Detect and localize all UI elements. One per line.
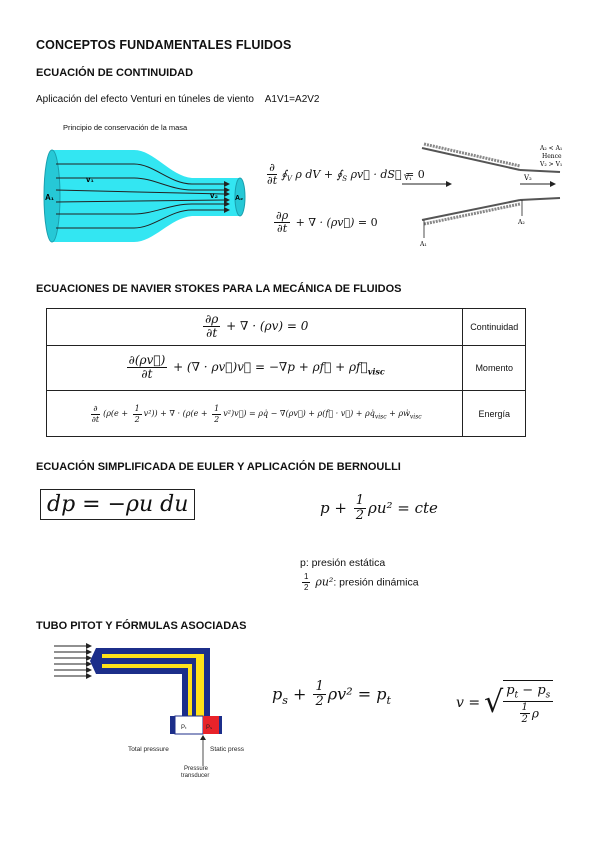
continuity-heading: ECUACIÓN DE CONTINUIDAD — [36, 67, 194, 79]
duct-note-hence: Hence — [542, 153, 562, 160]
legend-static-pressure: p: presión estática — [300, 557, 386, 569]
energy-label: Energía — [462, 390, 526, 437]
pitot-tube-diagram: Pₜ Pₛ Total pressure Static press Pressu… — [54, 643, 245, 779]
differential-continuity-equation: ∂ρ∂t + ∇ · (ρv⃗) = 0 — [274, 209, 378, 236]
navier-stokes-heading: ECUACIONES DE NAVIER STOKES PARA LA MECÁ… — [36, 283, 402, 295]
duct-label-v1: V₁ — [403, 174, 412, 182]
integral-equation-rhs: = 0 — [405, 167, 425, 181]
transducer-label-2: transducer — [181, 773, 209, 779]
continuity-relation: A1V1=A2V2 — [264, 94, 320, 105]
label-v2: v₂ — [210, 191, 218, 200]
continuity-label: Continuidad — [462, 308, 526, 346]
table-row: ∂ρ∂t + ∇ · (ρv) = 0 Continuidad — [45, 308, 526, 346]
continuity-equation-cell: ∂ρ∂t + ∇ · (ρv) = 0 — [45, 308, 464, 346]
differential-equation-rhs: = 0 — [357, 215, 378, 229]
pitot-ps-label: Pₛ — [206, 725, 212, 731]
legend-dynamic-text: : presión dinámica — [333, 576, 419, 589]
duct-label-a2: A₂ — [517, 219, 525, 226]
pitot-pt-label: Pₜ — [181, 725, 187, 731]
label-a1: A₁ — [45, 193, 55, 202]
navier-stokes-table: ∂ρ∂t + ∇ · (ρv) = 0 Continuidad ∂(ρv⃗)∂t… — [45, 308, 526, 437]
bernoulli-rhs: cte — [414, 499, 438, 518]
venturi-application-text: Aplicación del efecto Venturi en túneles… — [36, 94, 254, 105]
duct-label-a1: A₁ — [419, 241, 427, 248]
transducer-label-1: Pressure — [184, 766, 209, 772]
table-row: ∂(ρv⃗)∂t + (∇ · ρv⃗)v⃗ = −∇p + ρf⃗ + ρf⃗… — [45, 345, 526, 391]
venturi-pipe-diagram: A₁ v₁ v₂ A₂ — [43, 149, 246, 243]
total-pressure-label: Total pressure — [128, 746, 169, 753]
duct-note-area: A₂ < A₁ — [539, 145, 562, 152]
venturi-application: Aplicación del efecto Venturi en túneles… — [36, 94, 319, 105]
integral-continuity-equation: ∂∂t∮V ρ dV + ∮S ρv⃗ · dS⃗ = 0 — [267, 161, 425, 188]
mass-conservation-caption: Principio de conservación de la masa — [63, 123, 188, 132]
euler-heading: ECUACIÓN SIMPLIFICADA DE EULER Y APLICAC… — [36, 461, 401, 473]
momentum-equation-cell: ∂(ρv⃗)∂t + (∇ · ρv⃗)v⃗ = −∇p + ρf⃗ + ρf⃗… — [45, 345, 464, 391]
page-title: CONCEPTOS FUNDAMENTALES FLUIDOS — [36, 38, 292, 52]
static-press-label: Static press — [210, 746, 245, 753]
duct-label-v2: V₂ — [523, 174, 532, 182]
pitot-heading: TUBO PITOT Y FÓRMULAS ASOCIADAS — [36, 620, 247, 632]
momentum-label: Momento — [462, 345, 526, 391]
label-a2: A₂ — [235, 195, 243, 202]
label-v1: v₁ — [86, 175, 94, 184]
euler-simplified-equation: dp = −ρu du — [40, 489, 196, 520]
wind-tunnel-duct-diagram: V₁ V₂ A₁ A₂ A₂ < A₁ Hence V₂ > V₁ — [402, 142, 562, 248]
duct-note-velocity: V₂ > V₁ — [539, 161, 562, 168]
